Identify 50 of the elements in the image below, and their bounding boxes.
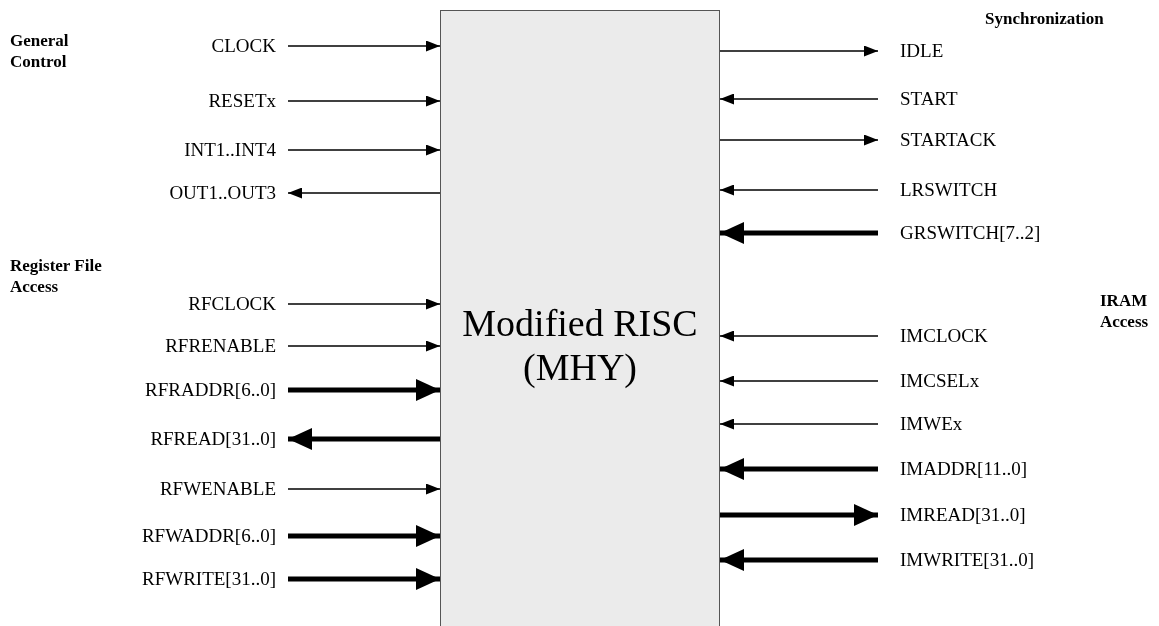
signal-name: RFRADDR[6..0] (145, 378, 288, 402)
signal-arrow (287, 95, 441, 107)
signal-name: RFRENABLE (165, 334, 288, 358)
signal-arrow (719, 184, 879, 196)
bus-arrow (720, 458, 878, 480)
signal-arrow (287, 298, 441, 310)
bus-arrow (288, 525, 440, 547)
bus-arrow (288, 428, 440, 450)
signal-name: IMCSELx (878, 369, 980, 393)
signal-name: INT1..INT4 (184, 138, 288, 162)
signal-arrow (719, 330, 879, 342)
signal-name: IDLE (878, 39, 944, 63)
group-heading: Synchronization (985, 8, 1104, 29)
bus-arrow (288, 568, 440, 590)
signal-name: IMWEx (878, 412, 963, 436)
signal-name: IMCLOCK (878, 324, 988, 348)
signal-name: STARTACK (878, 128, 997, 152)
signal-name: IMADDR[11..0] (878, 457, 1027, 481)
bus-arrow (720, 549, 878, 571)
signal-arrow (719, 45, 879, 57)
signal-name: RFWENABLE (159, 477, 288, 501)
signal-name: IMWRITE[31..0] (878, 548, 1035, 572)
signal-name: RFREAD[31..0] (150, 427, 288, 451)
signal-name: IMREAD[31..0] (878, 503, 1026, 527)
signal-name: RFCLOCK (188, 292, 288, 316)
processor-block (440, 10, 720, 626)
signal-arrow (287, 144, 441, 156)
signal-name: RFWRITE[31..0] (141, 567, 288, 591)
group-heading: IRAM Access (1100, 290, 1150, 332)
signal-name: RESETx (208, 89, 288, 113)
signal-arrow (287, 40, 441, 52)
signal-name: RFWADDR[6..0] (141, 524, 288, 548)
signal-name: GRSWITCH[7..2] (878, 221, 1041, 245)
group-heading: Register File Access (10, 255, 103, 297)
signal-arrow (287, 483, 441, 495)
signal-name: OUT1..OUT3 (169, 181, 288, 205)
group-heading: General Control (10, 30, 70, 72)
bus-arrow (720, 222, 878, 244)
block-title: Modified RISC (MHY) (461, 301, 699, 389)
signal-arrow (719, 93, 879, 105)
signal-arrow (287, 340, 441, 352)
signal-name: START (878, 87, 958, 111)
signal-arrow (719, 134, 879, 146)
signal-arrow (719, 418, 879, 430)
signal-arrow (287, 187, 441, 199)
bus-arrow (288, 379, 440, 401)
bus-arrow (720, 504, 878, 526)
signal-name: CLOCK (211, 34, 288, 58)
signal-arrow (719, 375, 879, 387)
signal-name: LRSWITCH (878, 178, 998, 202)
